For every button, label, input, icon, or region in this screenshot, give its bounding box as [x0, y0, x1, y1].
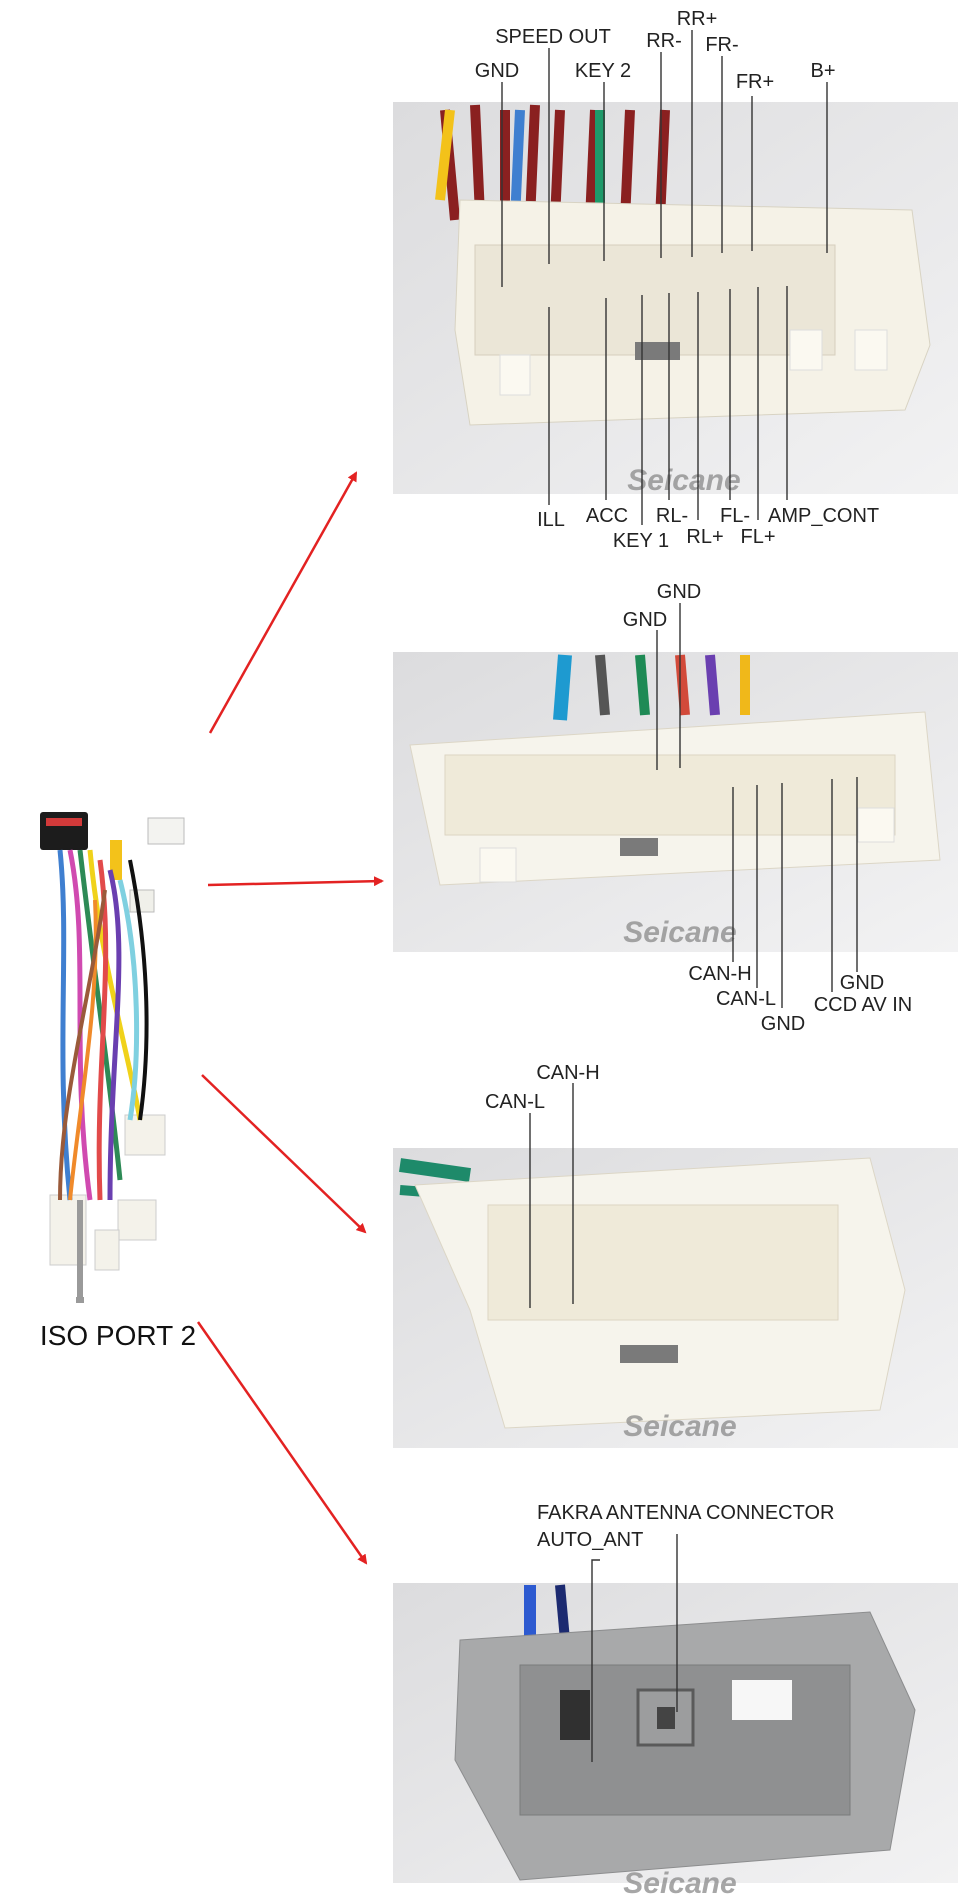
pin-label-key2: KEY 2	[575, 60, 631, 82]
pin-label-fl-minus: FL-	[720, 505, 750, 527]
connector-4-labels: FAKRA ANTENNA CONNECTOR AUTO_ANT	[537, 1502, 834, 1551]
connector-1-photo	[393, 102, 958, 494]
pin-label-rr-minus: RR-	[646, 30, 682, 52]
watermark-4: Seicane	[623, 1867, 736, 1900]
pin-label-speed-out: SPEED OUT	[495, 26, 611, 48]
pin-label-ccd-av-in: CCD AV IN	[814, 994, 913, 1016]
connector-4-photo	[393, 1583, 958, 1883]
pin-label-can-h: CAN-H	[688, 963, 751, 985]
pin-label-b-plus: B+	[810, 60, 835, 82]
pin-label-gnd: GND	[475, 60, 519, 82]
pin-label-amp-cont: AMP_CONT	[768, 505, 879, 527]
wire-harness-photo	[40, 812, 185, 1303]
pin-label-fl-plus: FL+	[740, 526, 775, 548]
pin-label-can-h: CAN-H	[536, 1062, 599, 1084]
connector-3-labels: CAN-L CAN-H	[485, 1062, 600, 1113]
pin-label-gnd-top-2: GND	[657, 581, 701, 603]
pin-label-auto-ant: AUTO_ANT	[537, 1529, 643, 1551]
pin-label-fr-plus: FR+	[736, 71, 774, 93]
arrow-to-connector-2	[207, 876, 384, 887]
pin-label-can-l: CAN-L	[485, 1091, 545, 1113]
pin-label-gnd-top-1: GND	[623, 609, 667, 631]
watermark-2: Seicane	[623, 916, 736, 949]
pin-label-fr-minus: FR-	[705, 34, 738, 56]
arrow-to-connector-1	[208, 471, 358, 734]
pin-label-fakra-antenna-connector: FAKRA ANTENNA CONNECTOR	[537, 1502, 834, 1524]
pin-label-can-l: CAN-L	[716, 988, 776, 1010]
pin-label-acc: ACC	[586, 505, 628, 527]
pin-label-key1: KEY 1	[613, 530, 669, 552]
pin-label-gnd-bottom-2: GND	[840, 972, 884, 994]
pin-label-rr-plus: RR+	[677, 8, 718, 30]
arrow-to-connector-4	[196, 1321, 368, 1565]
pin-label-ill: ILL	[537, 509, 565, 531]
pointer-arrows	[196, 471, 384, 1565]
connector-2-photo	[393, 652, 958, 952]
connector-4-leaders	[591, 1534, 678, 1762]
watermark-1: Seicane	[627, 464, 740, 497]
pin-label-gnd-bottom-1: GND	[761, 1013, 805, 1035]
harness-label: ISO PORT 2	[40, 1320, 196, 1351]
connector-3-photo	[393, 1148, 958, 1448]
arrow-to-connector-3	[201, 1074, 367, 1234]
watermark-3: Seicane	[623, 1410, 736, 1443]
leader-auto-ant	[591, 1559, 600, 1762]
connector-2-labels: GND GND CAN-H CAN-L GND CCD AV IN GND	[623, 581, 913, 1035]
pin-label-rl-plus: RL+	[686, 526, 723, 548]
connector-1-labels: GND SPEED OUT KEY 2 RR- RR+ FR- FR+ B+ I…	[475, 8, 879, 552]
connector-1-leaders	[501, 30, 828, 525]
pin-label-rl-minus: RL-	[656, 505, 688, 527]
connector-2-leaders	[656, 603, 858, 1008]
connector-3-leaders	[529, 1083, 574, 1308]
